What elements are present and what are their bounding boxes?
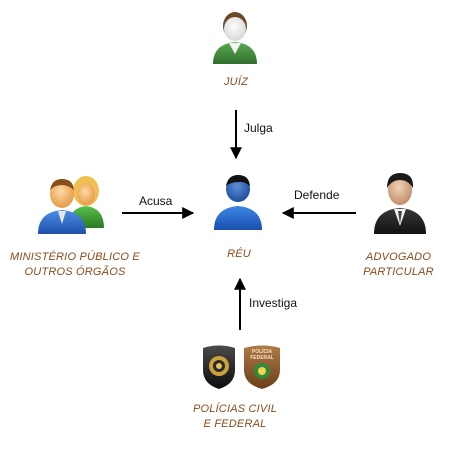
prosecution-label: MINISTÉRIO PÚBLICO E OUTROS ÓRGÃOS (10, 251, 140, 278)
federal-badge-text: POLÍCIA FEDERAL (250, 349, 274, 361)
civil-police-badge-icon (203, 345, 235, 389)
lawyer-node (370, 168, 430, 236)
defendant-label: RÉU (227, 248, 251, 260)
judge-node (205, 6, 265, 66)
police-node: POLÍCIA FEDERAL (200, 344, 284, 390)
police-badges (203, 345, 280, 389)
prosecutors-icon (38, 176, 104, 234)
relation-prosecution-label: Acusa (139, 194, 173, 208)
federal-police-badge-icon (244, 345, 280, 389)
defendant-icon (214, 175, 262, 230)
relation-judge-label: Julga (244, 121, 273, 135)
judge-icon (213, 12, 257, 64)
relation-police-label: Investiga (249, 296, 298, 310)
defendant-node (210, 172, 266, 232)
judge-label: JUÍZ (223, 76, 249, 88)
lawyer-icon (374, 173, 426, 234)
relation-lawyer-label: Defende (294, 188, 340, 202)
prosecution-node (36, 172, 106, 236)
lawyer-label: ADVOGADO PARTICULAR (363, 251, 434, 278)
police-label: POLÍCIAS CIVIL E FEDERAL (192, 403, 278, 430)
